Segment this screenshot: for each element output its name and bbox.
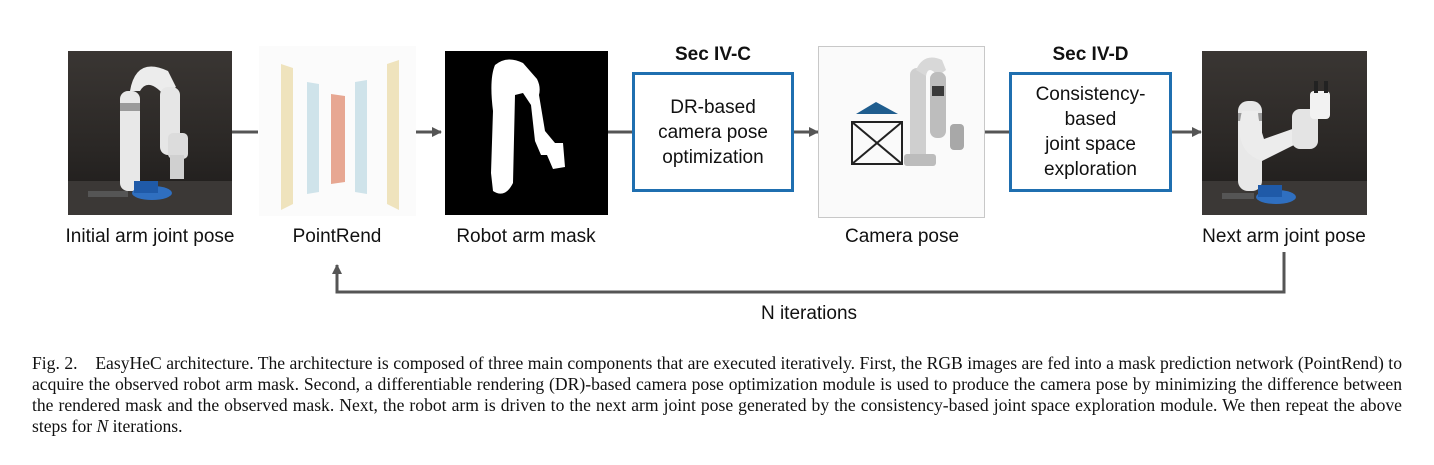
explore-box-line-1: Consistency-: [1035, 84, 1146, 105]
explore-box-line-2: based: [1064, 109, 1117, 130]
explore-box-line-3: joint space: [1045, 134, 1136, 155]
label-n-iterations: N iterations: [760, 303, 858, 324]
dr-box-line-2: camera pose: [658, 121, 768, 143]
section-label-explore: Sec IV-D: [1052, 44, 1129, 65]
section-label-dr: Sec IV-C: [674, 44, 752, 65]
caption-body: EasyHeC architecture. The architecture i…: [32, 353, 1402, 436]
figure-caption: Fig. 2. EasyHeC architecture. The archit…: [32, 353, 1402, 437]
initial-arm-photo: [68, 51, 232, 215]
caption-n-symbol: N: [96, 416, 109, 436]
explore-box-line-4: exploration: [1044, 159, 1137, 180]
label-initial-pose: Initial arm joint pose: [65, 226, 235, 247]
label-camera-pose: Camera pose: [844, 226, 960, 247]
feedback-loop-arrow: [332, 252, 1286, 294]
next-arm-photo: [1202, 51, 1367, 215]
dr-optimization-box: DR-based camera pose optimization: [632, 72, 794, 192]
caption-ending: iterations.: [112, 416, 183, 436]
pointrend-network-illustration: [259, 46, 416, 216]
label-robot-arm-mask: Robot arm mask: [456, 226, 596, 247]
dr-box-line-3: optimization: [662, 146, 764, 168]
flow-connectors: [232, 127, 1286, 294]
label-next-pose: Next arm joint pose: [1202, 226, 1366, 247]
label-pointrend: PointRend: [292, 226, 382, 247]
dr-box-line-1: DR-based: [670, 96, 756, 118]
camera-pose-image: [818, 46, 985, 218]
exploration-box: Consistency- based joint space explorati…: [1009, 72, 1172, 192]
robot-arm-mask-image: [445, 51, 608, 215]
caption-prefix: Fig. 2.: [32, 353, 78, 373]
